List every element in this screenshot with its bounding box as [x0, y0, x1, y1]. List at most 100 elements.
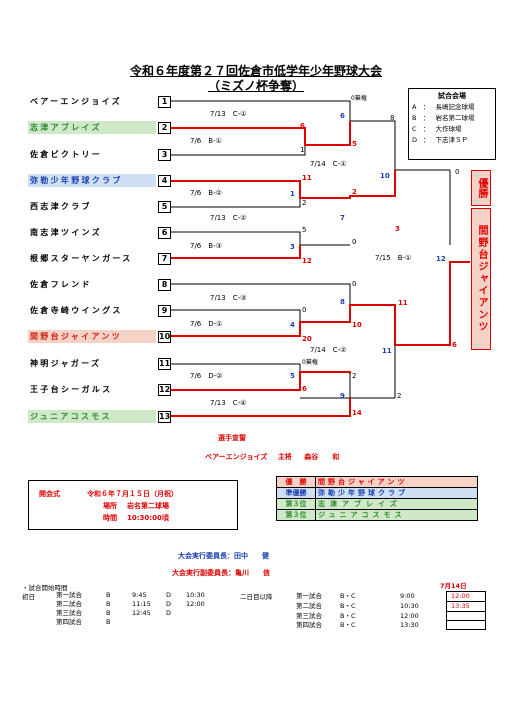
score: 1: [290, 190, 295, 198]
result-rank: 第３位: [276, 509, 316, 521]
score: 6: [452, 341, 457, 349]
schedule-later: 二日目以降: [240, 593, 273, 601]
team-name: 王子台シーガルス: [30, 385, 113, 394]
team-name: 西志津クラブ: [30, 202, 92, 211]
start-time: 9:00: [400, 592, 415, 600]
start-time: 10:30: [186, 591, 205, 599]
match-label: 7/6 D-②: [190, 372, 223, 380]
seed-number: 10: [158, 331, 171, 343]
result-row: 優 勝 間野台ジャイアンツ: [276, 476, 478, 488]
score: 5: [290, 372, 295, 380]
match-label: 7/6 B-③: [190, 242, 222, 250]
venue-row: D：下志津ＳＰ: [409, 135, 478, 146]
venue-name: 岩名第二球場: [435, 114, 475, 122]
game-no: 第三試合: [296, 611, 322, 620]
page-subtitle: （ミズノ杯争奪）: [207, 79, 304, 93]
match-label: 7/6 B-②: [190, 189, 222, 197]
champion-team-box: 間野台ジャイアンツ: [471, 208, 491, 350]
score: 6: [340, 112, 345, 120]
game-no: 第四試合: [56, 618, 82, 626]
schedule-special-date: 7月14日: [440, 582, 467, 590]
game-no: 第三試合: [56, 609, 82, 617]
team-name: 佐倉フレンド: [30, 280, 92, 289]
match-label: 7/15 B-①: [375, 254, 412, 262]
venue-code: B: [106, 618, 111, 626]
result-rank: 第３位: [276, 498, 316, 510]
match-label: 7/6 D-①: [190, 320, 223, 328]
start-time: 10:30: [400, 602, 419, 610]
score: 3: [395, 225, 400, 233]
venue-code: B: [106, 600, 111, 608]
venue-code: D: [166, 591, 172, 599]
score: 20: [302, 335, 312, 343]
result-row: 第３位 ジュニアコスモス: [276, 509, 478, 521]
team-name: 南志津ツインズ: [30, 228, 102, 237]
oath-name: 森谷 和: [304, 453, 340, 461]
score: 0: [302, 306, 307, 314]
champion-team: 間野台ジャイアンツ: [476, 225, 487, 333]
score: 6: [302, 385, 307, 393]
ceremony-place: 岩名第二球場: [127, 502, 169, 510]
seed-number: 2: [158, 122, 171, 134]
venue-name: 長嶋記念球場: [435, 103, 475, 111]
champion-label-box: 優勝: [471, 170, 491, 206]
result-team: 弥勒少年野球クラブ: [315, 487, 478, 499]
score: 11: [302, 174, 312, 182]
score: 4: [290, 321, 295, 329]
start-time: [186, 618, 209, 627]
schedule-row: 第四試合 B: [56, 618, 209, 627]
score: 3: [290, 243, 295, 251]
seed-number: 9: [158, 305, 171, 317]
match-label: 7/13 C-③: [210, 294, 247, 302]
schedule-row: 第一試合 B・C 9:00 12:00: [296, 591, 486, 602]
team-name: 間野台ジャイアンツ: [28, 330, 156, 343]
start-time: 12:00: [446, 591, 486, 602]
score: 2: [352, 372, 357, 380]
venue-code: D: [166, 609, 172, 617]
score: 14: [352, 409, 362, 417]
schedule-heading: ・試合開始時間: [22, 584, 68, 592]
seed-number: 3: [158, 149, 171, 161]
team-name: 佐倉寺崎ウイングス: [30, 306, 123, 315]
seed-number: 1: [158, 96, 171, 108]
result-team: 志津アブレイズ: [315, 498, 478, 510]
team-name: ベアーエンジョイズ: [30, 97, 122, 106]
results-table: 優 勝 間野台ジャイアンツ 準優勝 弥勒少年野球クラブ 第３位 志津アブレイズ …: [276, 476, 478, 521]
champion-label: 優勝: [476, 178, 487, 198]
seed-number: 6: [158, 227, 171, 239]
result-row: 準優勝 弥勒少年野球クラブ: [276, 487, 478, 499]
score: 5: [302, 226, 307, 234]
venue-code: D: [166, 600, 172, 608]
seed-number: 12: [158, 384, 171, 396]
venue-name: 大作球場: [435, 125, 462, 133]
score: 0棄権: [302, 359, 318, 366]
match-label: 7/6 B-①: [190, 137, 222, 145]
oath-role: 主将: [277, 453, 292, 461]
score: 0: [352, 280, 357, 288]
score: 10: [380, 172, 390, 180]
score: 5: [352, 140, 357, 148]
venue-code: B・C: [340, 592, 356, 600]
venue-code: D: [412, 136, 418, 144]
team-name: 神明ジャガーズ: [30, 359, 102, 368]
score: 8: [390, 114, 395, 122]
score: 2: [397, 392, 402, 400]
venue-code: B・C: [340, 611, 356, 620]
start-time: 13:30: [400, 620, 419, 629]
score: 12: [436, 255, 446, 263]
score: 2: [302, 199, 307, 207]
score: 11: [398, 299, 408, 307]
game-no: 第一試合: [296, 592, 322, 600]
game-no: 第四試合: [296, 620, 322, 629]
seed-number: 7: [158, 253, 171, 265]
match-label: 7/14 C-①: [310, 160, 347, 168]
score: 0: [352, 238, 357, 246]
start-time: 9:45: [132, 591, 147, 599]
venue-row: A：長嶋記念球場: [409, 102, 478, 113]
result-rank: 優 勝: [276, 476, 316, 488]
team-name: ジュニアコスモス: [28, 410, 156, 423]
